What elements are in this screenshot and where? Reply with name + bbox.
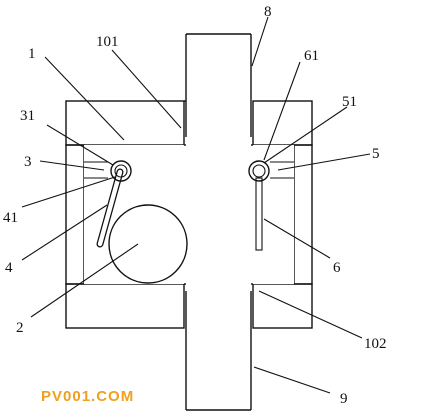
inner-ledges (84, 161, 294, 179)
label-6: 6 (333, 260, 341, 276)
label-3: 3 (24, 154, 32, 170)
label-101: 101 (96, 34, 119, 50)
ball (108, 204, 188, 284)
leader-lines (21, 16, 371, 394)
label-51: 51 (342, 94, 357, 110)
left-pivot-lever (96, 160, 132, 248)
label-61: 61 (304, 48, 319, 64)
label-1: 1 (28, 46, 36, 62)
right-pivot-rod (248, 160, 270, 251)
label-102: 102 (364, 336, 387, 352)
label-9: 9 (340, 391, 348, 407)
label-31: 31 (20, 108, 35, 124)
label-8: 8 (264, 4, 272, 20)
labels: 1 101 8 61 31 51 3 5 41 4 6 2 102 9 (3, 4, 387, 407)
inner-cavity (84, 145, 294, 284)
label-41: 41 (3, 210, 18, 226)
label-4: 4 (5, 260, 13, 276)
central-pipe (184, 33, 253, 411)
label-5: 5 (372, 146, 380, 162)
label-2: 2 (16, 320, 24, 336)
watermark: PV001.COM (41, 388, 134, 405)
